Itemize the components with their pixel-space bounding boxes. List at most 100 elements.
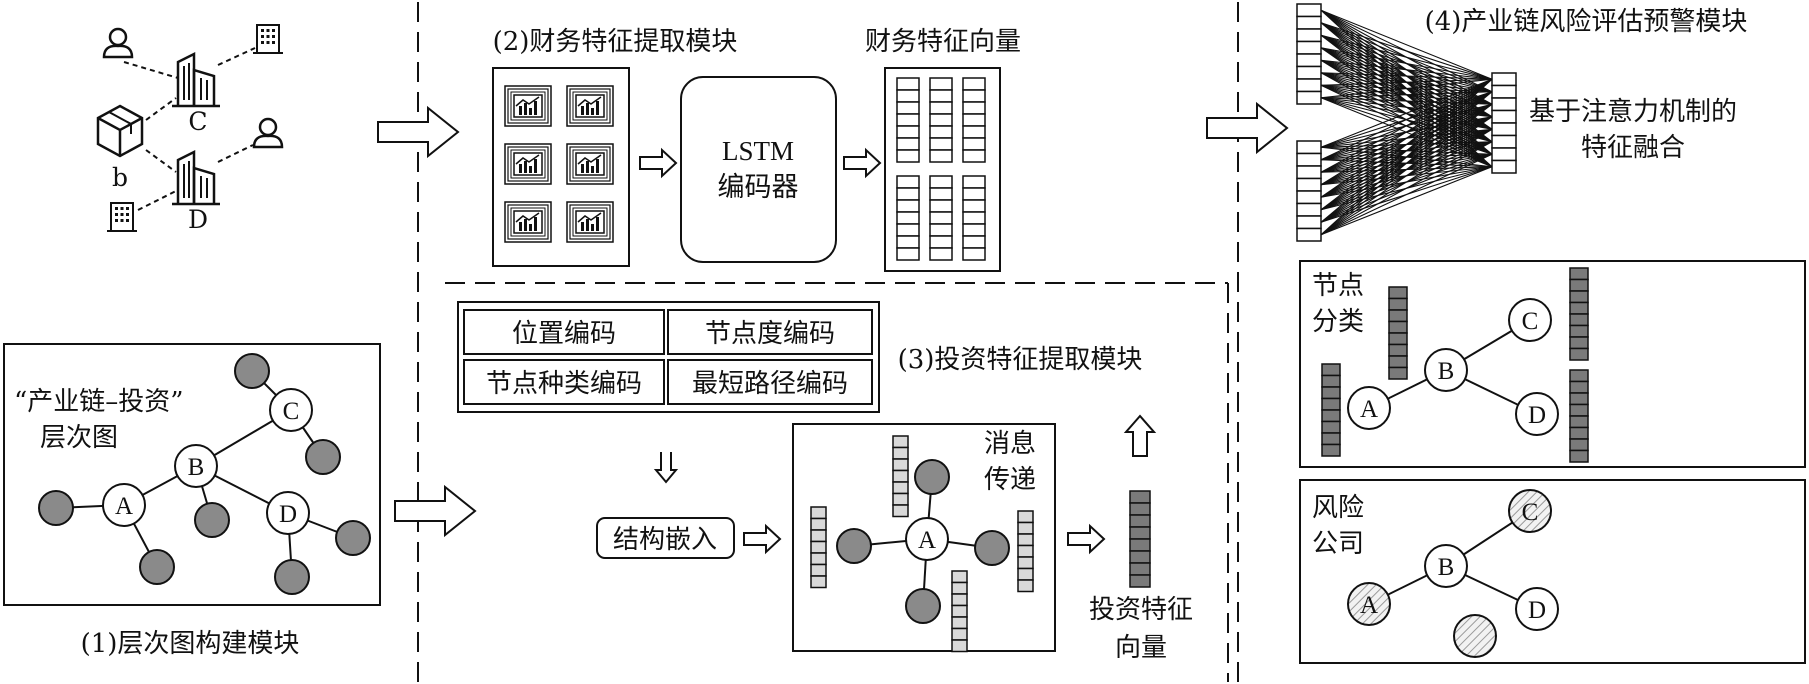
person-icon bbox=[102, 27, 134, 59]
class-node-b bbox=[1424, 348, 1468, 392]
arrow-small bbox=[1067, 523, 1106, 555]
risk-line1: 风险 bbox=[1312, 493, 1364, 523]
invest-feature-vector bbox=[1129, 490, 1151, 588]
module-2-title: (2)财务特征提取模块 bbox=[493, 27, 738, 57]
class-vector bbox=[1388, 286, 1408, 380]
product-box-icon bbox=[96, 104, 144, 158]
message-vector bbox=[892, 435, 909, 518]
dividers bbox=[417, 2, 1239, 682]
classify-line2: 分类 bbox=[1312, 307, 1364, 337]
arrow-small bbox=[639, 147, 678, 179]
position-encoding-label: 位置编码 bbox=[512, 319, 616, 349]
neighbor-node bbox=[905, 588, 941, 624]
graph-node-filled bbox=[139, 549, 175, 585]
message-line2: 传递 bbox=[984, 465, 1036, 495]
message-passing-panel: 消息 传递 A bbox=[792, 423, 1056, 653]
degree-encoding-label: 节点度编码 bbox=[705, 319, 835, 349]
invest-vector-line2: 向量 bbox=[1115, 633, 1167, 663]
shortest-path-encoding-label: 最短路径编码 bbox=[692, 369, 848, 399]
feature-vector-column bbox=[896, 175, 920, 261]
risk-node-c-label: C bbox=[1522, 499, 1539, 526]
attention-edges bbox=[1320, 9, 1493, 236]
class-node-b-label: B bbox=[1438, 358, 1455, 385]
entity-cluster: C b D bbox=[96, 24, 284, 234]
graph-label-line1: “产业链–投资” bbox=[14, 387, 184, 417]
neighbor-node bbox=[914, 459, 950, 495]
message-vector bbox=[1017, 510, 1034, 593]
arrow-small bbox=[743, 523, 782, 555]
lstm-label: LSTM bbox=[722, 136, 794, 166]
risk-node-c bbox=[1508, 489, 1552, 533]
product-b-label: b bbox=[112, 163, 128, 192]
flow-arrows bbox=[377, 101, 1289, 555]
graph-node-filled bbox=[194, 502, 230, 538]
company-c-label: C bbox=[188, 107, 207, 136]
arrow-to-finance bbox=[377, 105, 460, 159]
arrow-to-invest bbox=[394, 484, 477, 538]
risk-node-d bbox=[1515, 587, 1559, 631]
module-4-title: (4)产业链风险评估预警模块 bbox=[1425, 7, 1748, 37]
person-icon bbox=[252, 117, 284, 149]
message-vector bbox=[951, 570, 968, 653]
office-building-icon bbox=[252, 24, 284, 54]
graph-node-c-label: C bbox=[283, 398, 300, 425]
classify-line1: 节点 bbox=[1312, 271, 1364, 301]
risk-node-a bbox=[1347, 582, 1391, 626]
lstm-encoder-label: 编码器 bbox=[718, 172, 799, 203]
risk-node-a-label: A bbox=[1360, 592, 1378, 619]
fusion-label-line2: 特征融合 bbox=[1581, 133, 1685, 163]
risk-line2: 公司 bbox=[1312, 529, 1364, 559]
arrow-up bbox=[1123, 414, 1157, 457]
hierarchy-graph-panel: “产业链–投资” 层次图 C B A D bbox=[3, 343, 381, 606]
type-encoding-label: 节点种类编码 bbox=[486, 369, 642, 399]
graph-node-d-label: D bbox=[279, 501, 297, 528]
structure-embed-box: 结构嵌入 bbox=[596, 517, 735, 559]
feature-vector-column bbox=[962, 175, 986, 261]
module-1-title: (1)层次图构建模块 bbox=[81, 629, 300, 659]
neighbor-node bbox=[974, 530, 1010, 566]
graph-node-filled bbox=[234, 353, 270, 389]
finance-vector-panel bbox=[884, 67, 1001, 272]
class-node-c bbox=[1508, 298, 1552, 342]
node-classification-panel: 节点 分类 C B A D bbox=[1299, 260, 1806, 468]
fusion-label-line1: 基于注意力机制的 bbox=[1529, 97, 1737, 127]
finance-vector-title: 财务特征向量 bbox=[865, 27, 1021, 57]
class-node-a bbox=[1347, 386, 1391, 430]
feature-vector-column bbox=[962, 77, 986, 163]
graph-node-filled bbox=[305, 439, 341, 475]
graph-node-c bbox=[269, 388, 313, 432]
message-vector bbox=[810, 506, 827, 589]
feature-vector-column bbox=[929, 77, 953, 163]
graph-node-filled bbox=[274, 559, 310, 595]
class-vector bbox=[1569, 267, 1589, 361]
fusion-input-invest bbox=[1296, 140, 1322, 242]
class-vector bbox=[1569, 369, 1589, 463]
message-line1: 消息 bbox=[984, 429, 1036, 459]
office-building-icon bbox=[106, 202, 138, 232]
fusion-output bbox=[1491, 72, 1517, 174]
graph-label-line2: 层次图 bbox=[40, 423, 118, 453]
graph-node-filled bbox=[335, 520, 371, 556]
fusion-input-finance bbox=[1296, 3, 1322, 105]
graph-node-d bbox=[266, 491, 310, 535]
risk-node-d-label: D bbox=[1528, 597, 1546, 624]
arrow-down bbox=[653, 452, 679, 484]
center-node-a-label: A bbox=[918, 527, 936, 554]
arrow-small bbox=[843, 147, 882, 179]
class-node-d-label: D bbox=[1528, 402, 1546, 429]
invest-vector-cells bbox=[1129, 490, 1151, 588]
feature-vector-column bbox=[929, 175, 953, 261]
structure-embed-label: 结构嵌入 bbox=[613, 525, 717, 555]
graph-node-b bbox=[174, 444, 218, 488]
graph-node-b-label: B bbox=[188, 454, 205, 481]
finance-chart-grid bbox=[492, 67, 630, 267]
class-node-c-label: C bbox=[1522, 308, 1539, 335]
risk-node-b bbox=[1424, 544, 1468, 588]
neighbor-node bbox=[836, 528, 872, 564]
class-node-a-label: A bbox=[1360, 396, 1378, 423]
lstm-encoder: LSTM 编码器 bbox=[680, 76, 837, 263]
arrow-to-fusion bbox=[1206, 101, 1289, 155]
attention-fusion-network bbox=[1296, 3, 1517, 242]
risk-node-b-label: B bbox=[1438, 554, 1455, 581]
